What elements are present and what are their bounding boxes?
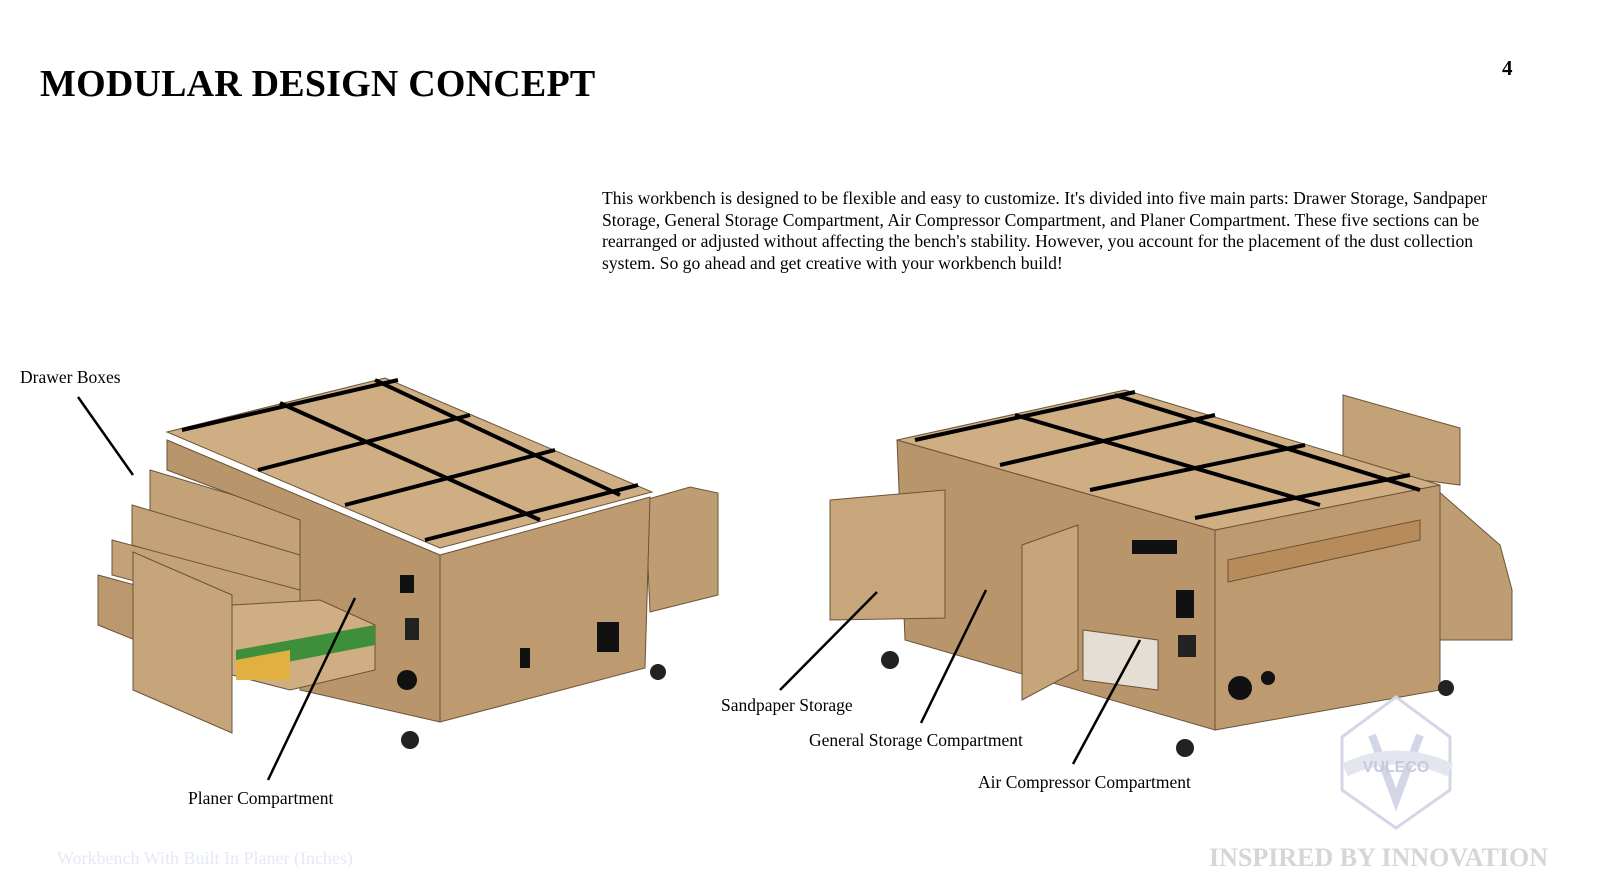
logo-text: VULECO bbox=[1363, 759, 1430, 776]
callout-general-storage: General Storage Compartment bbox=[809, 730, 1023, 750]
description-paragraph: This workbench is designed to be flexibl… bbox=[602, 188, 1488, 273]
left-workbench-render bbox=[97, 377, 719, 749]
vuleco-logo-watermark: VULECO bbox=[1340, 695, 1453, 830]
right-workbench-render bbox=[829, 389, 1513, 757]
callout-drawer-boxes: Drawer Boxes bbox=[20, 367, 121, 387]
callout-air-compressor: Air Compressor Compartment bbox=[978, 772, 1191, 792]
page-title: MODULAR DESIGN CONCEPT bbox=[40, 63, 596, 105]
footer-tagline: INSPIRED BY INNOVATION bbox=[1209, 843, 1549, 872]
callout-arrows bbox=[76, 396, 1142, 781]
footer-document-title: Workbench With Built In Planer (Inches) bbox=[57, 848, 353, 868]
callout-planer-compartment: Planer Compartment bbox=[188, 788, 334, 808]
callout-sandpaper-storage: Sandpaper Storage bbox=[721, 695, 853, 715]
page-number: 4 bbox=[1502, 56, 1513, 80]
